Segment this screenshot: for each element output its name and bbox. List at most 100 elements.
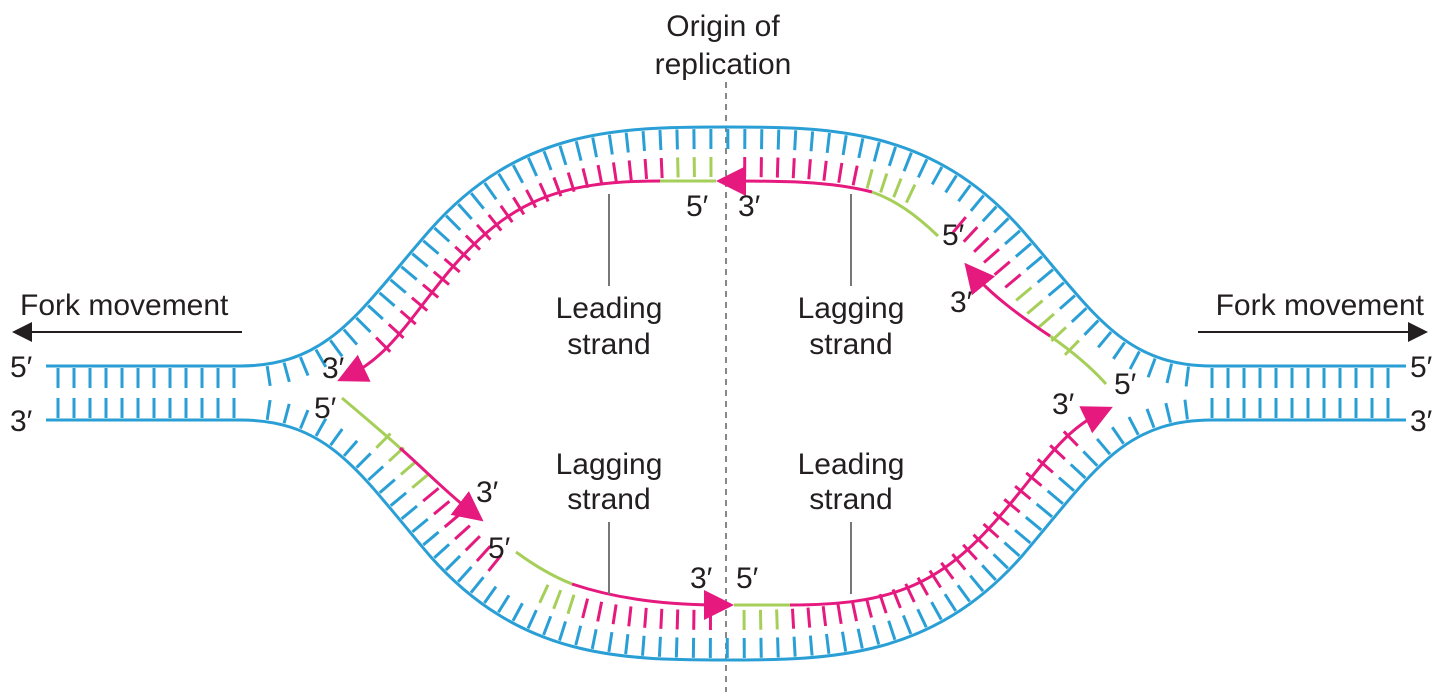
base-pair-tick [1014,485,1032,501]
base-pair-tick [445,214,462,231]
base-pair-tick [808,635,814,656]
base-pair-tick [422,487,440,503]
base-pair-tick [792,636,797,657]
bottom-left-lagging-fragment-2 [571,582,734,620]
base-pair-tick [1070,307,1088,323]
base-pair-tick [1036,458,1054,474]
top-left-strand-label-line1: Leading [556,292,663,325]
base-pair-tick [807,159,812,180]
base-pair-tick [674,637,679,658]
base-pair-tick [793,130,798,151]
base-pair-tick [675,129,679,150]
base-pair-tick [1004,273,1022,289]
base-pair-tick [857,137,865,159]
fork-movement-left-label: Fork movement [20,289,229,322]
base-pair-tick [483,182,498,201]
base-pair-tick [299,356,310,377]
base-pair-tick [265,365,272,387]
base-pair-tick [901,614,913,635]
base-pair-tick [1063,339,1080,356]
base-pair-tick [542,150,553,171]
base-pair-tick [1035,502,1054,518]
base-pair-tick [865,168,874,189]
base-pair-tick [329,339,344,358]
base-pair-tick [590,629,598,650]
base-pair-tick [1036,268,1054,284]
base-pair-tick [527,157,539,177]
top-left-strand-label-line2: strand [567,328,650,361]
base-pair-tick [887,146,897,167]
base-pair-tick [411,473,429,489]
base-pair-tick [1003,498,1021,514]
base-pair-tick [872,624,881,645]
base-pair-tick [930,166,944,186]
base-pair-tick [329,428,344,447]
base-pair-tick [1146,357,1157,378]
base-pair-tick [930,601,943,621]
base-pair-tick [1128,350,1141,370]
base-pair-tick [433,226,451,243]
base-pair-tick [1095,437,1112,456]
base-pair-tick [872,141,881,162]
origin-title-line2: replication [655,48,792,81]
bottom-left-strand-label-line1: Lagging [556,448,663,481]
base-pair-tick [1145,408,1156,429]
base-pair-tick [399,309,417,326]
prime-br-leading-5: 5′ [736,562,759,595]
base-pair-tick [497,172,511,192]
base-pair-tick [607,631,614,653]
base-pair-tick [956,584,971,603]
base-pair-tick [1097,331,1113,349]
base-pair-tick [1037,312,1055,329]
top-right-lagging-fragment-2 [964,262,1051,338]
base-pair-tick [282,362,291,383]
base-pair-tick [676,157,680,178]
top-right-strand-label-line1: Lagging [798,292,905,325]
base-pair-tick [411,252,429,268]
base-pair-tick [887,620,897,641]
base-pair-tick [951,216,967,234]
base-pair-tick [475,545,492,562]
base-pair-tick [776,637,780,658]
base-pair-tick [837,162,844,183]
base-pair-tick [864,597,873,618]
base-pair-tick [957,184,972,203]
base-pair-tick [581,598,590,619]
base-pair-tick [1014,528,1032,545]
base-pair-tick [627,606,633,627]
base-pair-tick [776,129,781,150]
top-right-lagging-fragment-1 [716,166,873,197]
base-pair-tick [378,478,396,494]
base-pair-tick [596,164,604,185]
base-pair-tick [902,152,913,172]
base-pair-tick [1014,242,1033,258]
base-pair-tick [851,165,859,186]
base-pair-tick [1062,430,1079,447]
prime-br-leading-3: 3′ [1052,388,1075,421]
base-pair-tick [487,214,503,232]
base-pair-tick [411,517,429,534]
base-pair-tick [962,226,979,243]
base-pair-tick [840,631,848,652]
base-pair-tick [1083,319,1100,336]
base-pair-tick [1069,463,1087,480]
base-pair-tick [526,609,538,629]
base-pair-tick [433,543,451,559]
base-pair-tick [457,203,473,220]
bottom-left-primer-2 [515,550,573,586]
base-pair-tick [607,134,614,155]
base-pair-tick [566,594,576,615]
base-pair-tick [982,522,1000,539]
base-pair-tick [951,553,967,571]
base-pair-tick [1026,299,1044,315]
base-pair-tick [659,608,664,629]
base-pair-tick [265,399,272,421]
base-pair-tick [314,348,328,368]
prime-tr-frag2-5: 5′ [1114,368,1137,401]
base-pair-tick [981,564,997,582]
base-pair-tick [454,245,472,262]
base-pair-tick [969,574,985,593]
base-pair-tick [457,565,473,583]
base-pair-tick [1049,444,1066,461]
base-pair-tick [1111,426,1125,445]
